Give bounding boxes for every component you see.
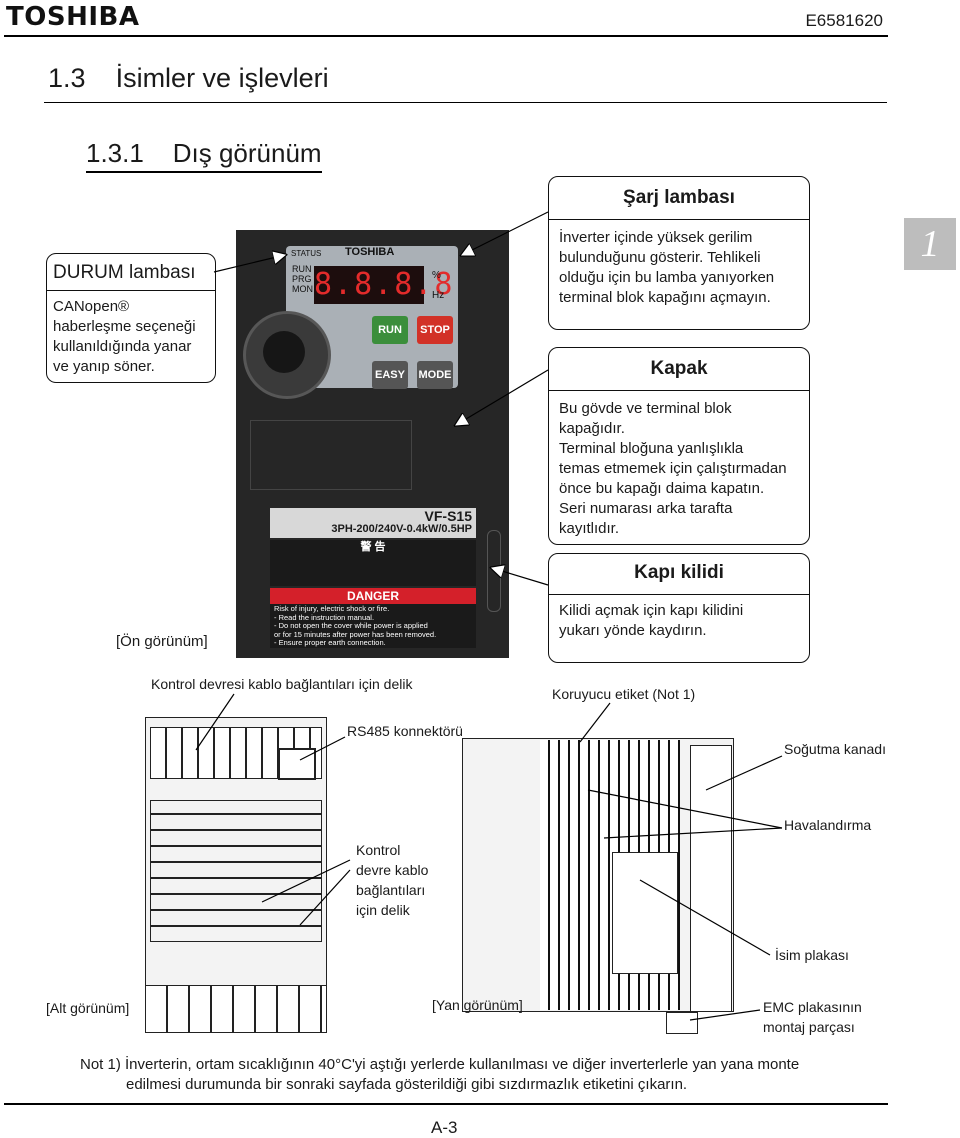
panel-brand: TOSHIBA — [345, 246, 395, 258]
cover-title: Kapak — [650, 358, 708, 379]
easy-button[interactable]: EASY — [372, 361, 408, 389]
section-heading: 1.3 İsimler ve işlevleri — [48, 63, 329, 93]
control-wiring-holes — [150, 800, 322, 942]
cover-line: kayıtlıdır. — [559, 520, 620, 537]
page-number: A-3 — [431, 1118, 458, 1137]
cooling-fin-label: Soğutma kanadı — [784, 741, 886, 757]
section-rule — [44, 102, 887, 103]
cooling-fin — [690, 745, 732, 1012]
rs485-connector — [278, 748, 316, 780]
door-lock-line: yukarı yönde kaydırın. — [559, 622, 707, 639]
protective-label-caption: Koruyucu etiket (Not 1) — [552, 686, 696, 702]
footnote: Not 1) İnverterin, ortam sıcaklığının 40… — [80, 1056, 800, 1093]
cover-recess — [250, 420, 412, 490]
charge-lamp-line: bulunduğunu gösterir. Tehlikeli — [559, 249, 761, 266]
emc-label: EMC plakasının montaj parçası — [763, 999, 862, 1035]
name-plate-label: İsim plakası — [775, 947, 849, 963]
status-lamp-callout: DURUM lambası CANopen® haberleşme seçene… — [46, 253, 216, 383]
bottom-terminals — [145, 985, 327, 1033]
document-number: E6581620 — [805, 11, 883, 30]
status-lamp-line: kullanıldığında yanar — [53, 338, 192, 355]
charge-lamp-line: İnverter içinde yüksek gerilim — [559, 229, 753, 246]
cover-line: kapağıdır. — [559, 420, 625, 437]
charge-lamp-line: terminal blok kapağını açmayın. — [559, 289, 771, 306]
cover-line: Bu gövde ve terminal blok — [559, 400, 732, 417]
dial-knob-icon — [263, 331, 305, 373]
warning-label: 警 告 — [270, 540, 476, 586]
status-lamp-line: ve yanıp söner. — [53, 358, 155, 375]
front-view-label: [Ön görünüm] — [116, 633, 208, 650]
danger-text: Risk of injury, electric shock or fire.-… — [270, 604, 476, 648]
charge-lamp-callout: Şarj lambası İnverter içinde yüksek geri… — [548, 176, 810, 330]
cover-line: Terminal bloğuna yanlışlıkla — [559, 440, 744, 457]
side-view-label: [Yan görünüm] — [432, 997, 523, 1013]
chapter-tab: 1 — [904, 218, 956, 270]
status-label: STATUS — [291, 249, 322, 258]
status-lamp-line: CANopen® haberleşme seçeneği — [53, 298, 196, 335]
bottom-view-label: [Alt görünüm] — [46, 1000, 130, 1016]
cover-line: temas etmemek için çalıştırmadan — [559, 460, 787, 477]
subsection-heading: 1.3.1 Dış görünüm — [86, 138, 322, 173]
charge-lamp-line: olduğu için bu lamba yanıyorken — [559, 269, 775, 286]
run-button[interactable]: RUN — [372, 316, 408, 344]
control-hole-bottom-label: Kontrol devre kablo bağlantıları için de… — [356, 842, 429, 918]
name-plate — [612, 852, 678, 974]
stop-button[interactable]: STOP — [417, 316, 453, 344]
mode-button[interactable]: MODE — [417, 361, 453, 389]
emc-bracket — [666, 1012, 698, 1034]
footer-rule — [4, 1103, 888, 1105]
cover-line: Seri numarası arka tarafta — [559, 500, 733, 517]
door-lock-callout: Kapı kilidi Kilidi açmak için kapı kilid… — [548, 553, 810, 663]
status-lamp-title: DURUM lambası — [53, 262, 196, 283]
door-lock-line: Kilidi açmak için kapı kilidini — [559, 602, 744, 619]
header-rule — [4, 35, 888, 37]
rating-label: VF-S15 3PH-200/240V-0.4kW/0.5HP — [270, 508, 476, 538]
cover-line: önce bu kapağı daima kapatın. — [559, 480, 765, 497]
toshiba-logo: TOSHIBA — [6, 2, 140, 32]
control-hole-top-label: Kontrol devresi kablo bağlantıları için … — [151, 676, 413, 692]
danger-label: DANGER — [270, 588, 476, 604]
unit-labels: %Hz — [432, 270, 445, 301]
charge-lamp-title: Şarj lambası — [623, 187, 735, 208]
rs485-label: RS485 konnektörü — [347, 723, 463, 739]
cover-callout: Kapak Bu gövde ve terminal blok kapağıdı… — [548, 347, 810, 545]
door-lock-title: Kapı kilidi — [634, 562, 724, 583]
setting-dial[interactable] — [243, 311, 331, 399]
ventilation-label: Havalandırma — [784, 817, 872, 833]
